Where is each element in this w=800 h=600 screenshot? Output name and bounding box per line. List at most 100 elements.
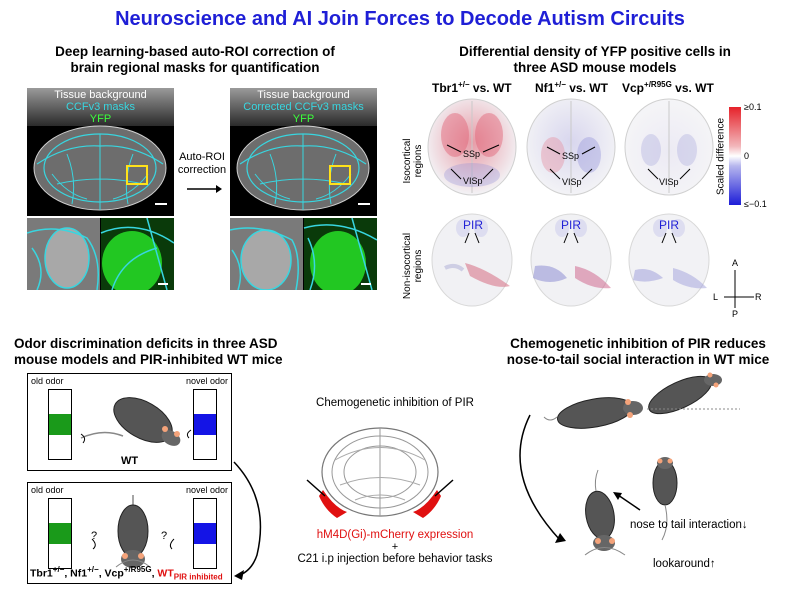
row1-line2: regions [413, 144, 424, 178]
asd-genotypes-label: Tbr1+/−, Nf1+/−, Vcp+/R95G, WTPIR inhibi… [30, 565, 223, 582]
scale-bar [155, 203, 167, 205]
panel-e-title: Chemogenetic inhibition of PIR reduces n… [488, 336, 788, 368]
pir-label: PIR [659, 218, 680, 232]
non-isocortical-brain-maps [431, 213, 710, 307]
colorbar-zero: 0 [744, 151, 750, 161]
pir-label: PIR [463, 218, 484, 232]
gene-nf1: , Nf1 [64, 567, 88, 580]
colorbar-title: Scaled difference [715, 117, 727, 196]
row-label-isocortical: Isocortical regions [402, 131, 424, 191]
zoom-inset-after [230, 218, 377, 290]
brain-nf1-noniso [530, 213, 612, 307]
novel-odor-chamber [193, 389, 217, 460]
brain-section-after: Tissue background Corrected CCFv3 masks … [230, 88, 377, 216]
brain-tbr1-noniso [431, 213, 513, 307]
coronal-brain-corrected-masks [236, 125, 370, 211]
region-pointers [446, 144, 691, 180]
gene-vcp: Vcp [622, 81, 645, 95]
nose-to-tail-label: nose to tail interaction↓ [630, 519, 748, 531]
flow-arrow-icon [519, 414, 561, 541]
sup-vcp: +/R95G [123, 565, 152, 574]
old-odor-label: old odor [31, 485, 64, 495]
label-corrected-masks: Corrected CCFv3 masks [243, 101, 364, 113]
brain-vcp-noniso [628, 213, 710, 307]
genotype-sup: +/− [458, 80, 470, 89]
gene-nf1: Nf1 [535, 81, 555, 95]
panel-c-title-line1: Odor discrimination deficits in three AS… [14, 336, 278, 351]
zoom-inset-before [27, 218, 174, 290]
wt-arena: old odor novel odor WT [27, 373, 232, 471]
pir-left-region [319, 490, 347, 518]
visp-label: VISp [463, 176, 483, 186]
asd-arena: old odor novel odor ? ? Tbr1+/−, Nf1+/−,… [27, 482, 232, 584]
coronal-pir-injection-diagram [306, 427, 454, 518]
compass-left: L [713, 292, 719, 302]
isocortical-brain-maps [427, 98, 714, 196]
auto-roi-line2: correction [177, 164, 227, 176]
ssp-label: SSp [463, 149, 481, 159]
brain-section-before: Tissue background CCFv3 masks YFP [27, 88, 174, 216]
row2-line1: Non-isocortical [402, 232, 413, 300]
panel-a-title: Deep learning-based auto-ROI correction … [25, 44, 365, 76]
mouse-bottom-lookaround [584, 469, 626, 556]
novel-odor-label: novel odor [185, 376, 228, 386]
col-label-tbr1: Tbr1+/− vs. WT [432, 80, 512, 95]
panel-header-bg [230, 88, 377, 126]
mouse-pair-top [543, 372, 740, 429]
novel-odor-chamber [193, 498, 217, 569]
separator: , [151, 567, 158, 580]
mouse-confused-icon [91, 495, 175, 568]
pir-right-region [413, 490, 441, 518]
label-tissue-background: Tissue background [54, 89, 147, 101]
curved-arrow-icon [233, 461, 262, 580]
compass-anterior: A [732, 258, 739, 268]
genotype-sup: +/− [554, 80, 566, 89]
panel-b-title-line2: three ASD mouse models [513, 60, 677, 75]
lookaround-label: lookaround↑ [653, 558, 716, 570]
expression-label: hM4D(Gi)-mCherry expression [316, 529, 474, 541]
wt-label: WT [120, 455, 139, 467]
gene-tbr1: Tbr1 [432, 81, 459, 95]
injection-needle-left [306, 479, 326, 497]
arrow-to-pair-icon [617, 494, 641, 511]
old-odor-chamber [48, 498, 72, 569]
gene-vcp: , Vcp [98, 567, 124, 580]
col-label-nf1: Nf1+/− vs. WT [535, 80, 608, 95]
sup-tbr1: +/− [52, 565, 65, 574]
panel-header-bg [27, 88, 174, 126]
panel-e-title-line2: nose-to-tail social interaction in WT mi… [506, 352, 770, 367]
panel-e-title-line1: Chemogenetic inhibition of PIR reduces [510, 336, 766, 351]
coronal-brain-masks [33, 125, 167, 211]
right-arrow-icon [187, 185, 222, 193]
compass-posterior: P [732, 309, 739, 319]
mouse-single-right [652, 457, 678, 541]
injection-needle-right [434, 479, 454, 497]
row2-line2: regions [413, 249, 424, 283]
pir-pointers [464, 232, 677, 244]
brain-tbr1-iso [427, 98, 517, 196]
sup-nf1: +/− [87, 565, 99, 574]
colorbar-max: ≥0.1 [744, 102, 762, 112]
auto-roi-line1: Auto-ROI [179, 151, 225, 163]
compass-right: R [755, 292, 762, 302]
label-yfp: YFP [89, 113, 112, 125]
gene-tbr1: Tbr1 [30, 567, 53, 580]
brain-nf1-iso [526, 98, 616, 196]
brain-vcp-iso [624, 98, 714, 196]
social-interaction-diagram [519, 372, 740, 556]
ssp-label: SSp [562, 151, 580, 161]
label-tissue-background: Tissue background [257, 89, 350, 101]
plus-sign: + [391, 541, 399, 553]
inset-masks [27, 218, 174, 290]
colorbar [729, 107, 741, 205]
mouse-wt-icon [80, 397, 192, 446]
old-odor-chamber [48, 389, 72, 460]
panel-b-title-line1: Differential density of YFP positive cel… [459, 44, 731, 59]
pir-label: PIR [561, 218, 582, 232]
zoom-box [329, 165, 351, 185]
novel-odor-label: novel odor [185, 485, 228, 495]
auto-roi-label: Auto-ROI correction [176, 151, 228, 177]
row-label-non-isocortical: Non-isocortical regions [402, 226, 424, 306]
panel-c-title-line2: mouse models and PIR-inhibited WT mice [14, 352, 283, 367]
pir-inhibited-sub: PIR inhibited [173, 572, 223, 582]
